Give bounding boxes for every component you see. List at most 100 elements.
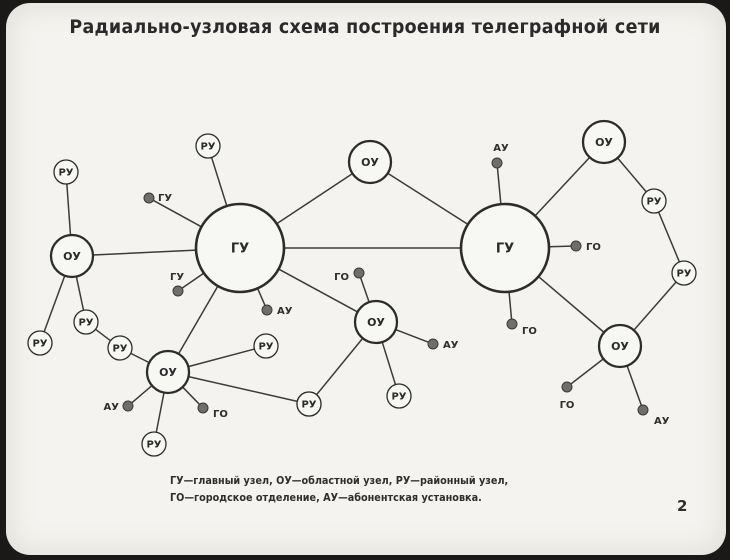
node-circle	[195, 133, 221, 159]
edges-layer	[43, 156, 681, 433]
edge-ou_br-t_ou_br_au	[626, 365, 643, 406]
edge-ru_12-ou_br	[633, 281, 677, 331]
edge-ou_bl-t_ou_bl_go	[182, 386, 201, 405]
node-ou_top: ОУ	[347, 139, 393, 185]
terminal-t_gu_right_go2: ГО	[506, 318, 537, 337]
node-circle	[597, 323, 643, 369]
node-label: РУ	[200, 142, 215, 153]
node-ru_1: РУ	[53, 159, 79, 185]
node-circle	[145, 349, 191, 395]
terminal-label: ГО	[560, 400, 575, 411]
node-label: РУ	[112, 344, 127, 355]
terminal-t_gu_right_go1: ГО	[570, 240, 601, 253]
node-label: РУ	[146, 440, 161, 451]
node-ou_tr: ОУ	[581, 119, 627, 165]
node-ou_br: ОУ	[597, 323, 643, 369]
edge-ou_tr-ru_11	[617, 157, 647, 193]
node-ru_4: РУ	[73, 309, 99, 335]
node-label: РУ	[58, 168, 73, 179]
edge-ou_left-ru_3	[43, 275, 66, 332]
node-label: РУ	[391, 392, 406, 403]
node-label: ОУ	[159, 366, 177, 379]
edge-ou_left-ru_4	[75, 276, 85, 311]
terminal-label: ГУ	[170, 272, 184, 283]
edge-ou_bl-ru_6	[188, 348, 255, 368]
terminal-t_ou_center_go: ГО	[334, 267, 365, 283]
node-circle	[386, 383, 412, 409]
terminal-label: ГУ	[158, 193, 172, 204]
node-ru_6: РУ	[253, 333, 279, 359]
edge-ou_br-t_ou_br_go	[570, 358, 604, 385]
terminal-dot	[506, 318, 518, 330]
node-ru_7: РУ	[141, 431, 167, 457]
terminal-t_ou_bl_go: ГО	[197, 402, 228, 420]
terminal-label: АУ	[104, 402, 120, 413]
node-ou_bl: ОУ	[145, 349, 191, 395]
node-circle	[73, 309, 99, 335]
slide-background	[6, 3, 726, 555]
legend-line-1: ГУ—главный узел, ОУ—областной узел, РУ—р…	[170, 475, 509, 487]
terminal-dot	[637, 404, 649, 416]
node-ru_12: РУ	[671, 260, 697, 286]
node-circle	[27, 330, 53, 356]
node-gu_right: ГУ	[459, 202, 551, 294]
terminal-t_ou_center_au: АУ	[427, 338, 459, 351]
nodes-layer: ГУГУОУОУОУОУОУОУРУРУРУРУРУРУРУРУРУРУРУРУ	[27, 119, 697, 457]
node-circle	[194, 202, 286, 294]
edge-ou_center-t_ou_center_au	[395, 328, 429, 343]
node-ru_11: РУ	[641, 188, 667, 214]
edge-gu_right-t_gu_right_go1	[548, 245, 572, 248]
node-ru_10: РУ	[386, 383, 412, 409]
terminal-t_gu_left_2: ГУ	[170, 272, 184, 297]
node-label: ОУ	[367, 316, 385, 329]
node-ru_2: РУ	[195, 133, 221, 159]
node-ou_center: ОУ	[353, 299, 399, 345]
terminal-label: АУ	[277, 306, 293, 317]
page-number: 2	[677, 497, 688, 515]
edge-gu_left-ou_left	[92, 249, 197, 256]
terminal-t_ou_br_au: АУ	[637, 404, 670, 427]
node-label: РУ	[78, 318, 93, 329]
terminal-dot	[122, 400, 134, 412]
node-label: РУ	[258, 342, 273, 353]
terminal-dot	[197, 402, 209, 414]
node-circle	[581, 119, 627, 165]
legend-line-2: ГО—городское отделение, АУ—абонентская у…	[170, 492, 482, 504]
edge-ru_5-ou_bl	[130, 352, 150, 364]
node-label: ОУ	[611, 340, 629, 353]
node-label: ОУ	[595, 136, 613, 149]
edge-ou_bl-ru_7	[155, 392, 165, 433]
edge-gu_left-ou_top	[276, 172, 353, 225]
terminals-layer: ГУ ГУ АУ АУ ГО ГО АУ АУ ГО ГО ГО АУ	[104, 143, 670, 427]
node-ou_left: ОУ	[49, 233, 95, 279]
diagram-title: Радиально-узловая схема построения телег…	[69, 16, 661, 38]
edge-ou_top-gu_right	[387, 172, 469, 225]
legend: ГУ—главный узел, ОУ—областной узел, РУ—р…	[170, 473, 590, 507]
node-label: ОУ	[361, 156, 379, 169]
terminal-label: ГО	[334, 272, 349, 283]
edge-ou_left-ru_1	[66, 183, 72, 236]
terminal-dot	[143, 192, 155, 204]
node-ru_9: РУ	[296, 391, 322, 417]
node-label: ГУ	[231, 242, 249, 257]
edge-ru_11-ru_12	[657, 211, 681, 263]
terminal-dot	[261, 304, 273, 316]
terminal-label: ГО	[213, 409, 228, 420]
edge-gu_left-ru_2	[210, 157, 228, 207]
node-circle	[459, 202, 551, 294]
terminal-t_gu_right_au: АУ	[491, 143, 509, 169]
edge-ru_4-ru_5	[95, 328, 111, 342]
terminal-dot	[570, 240, 582, 252]
node-label: РУ	[676, 269, 691, 280]
terminal-dot	[427, 338, 439, 350]
node-label: ОУ	[63, 250, 81, 263]
node-label: ГУ	[496, 242, 514, 257]
terminal-dot	[561, 381, 573, 393]
node-circle	[53, 159, 79, 185]
edge-ou_center-ru_10	[381, 341, 397, 385]
node-circle	[347, 139, 393, 185]
edge-gu_right-ou_br	[538, 275, 605, 333]
edge-gu_left-ou_center	[278, 268, 358, 313]
node-circle	[296, 391, 322, 417]
